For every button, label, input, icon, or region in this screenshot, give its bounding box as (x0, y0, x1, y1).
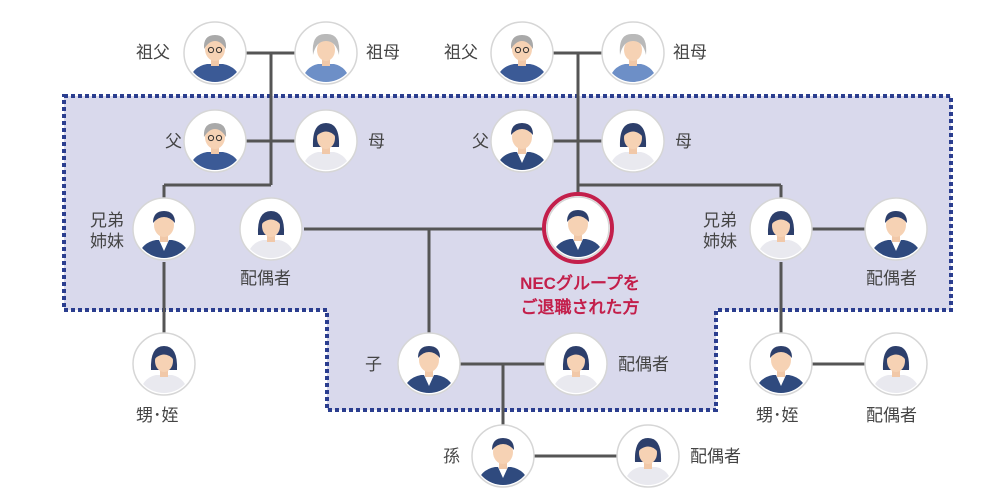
grandmother-left-icon (295, 22, 357, 84)
sibling-right-icon (750, 198, 812, 260)
sibling-left-icon (133, 198, 195, 260)
spouse-center-icon (240, 198, 302, 260)
grandchild-spouse-icon (617, 425, 679, 487)
label-child: 子 (365, 355, 382, 374)
label-nephew-left: 甥･姪 (136, 406, 179, 425)
label-sibling-left: 兄弟姉妹 (90, 211, 124, 251)
grandfather-left-icon (184, 22, 246, 84)
relatives-region (62, 94, 953, 412)
nephew-right-icon (750, 333, 812, 395)
label-child-spouse: 配偶者 (618, 355, 669, 374)
label-grandfather-right: 祖父 (444, 43, 478, 62)
label-grandmother-left: 祖母 (366, 43, 400, 62)
label-father-left: 父 (165, 132, 182, 151)
grandmother-right-icon (602, 22, 664, 84)
label-nephew-right: 甥･姪 (756, 406, 799, 425)
label-grandchild-spouse: 配偶者 (690, 447, 741, 466)
child-icon (398, 333, 460, 395)
mother-left-icon (295, 110, 357, 172)
retiree-focus-icon (542, 192, 614, 264)
label-grandchild: 孫 (443, 447, 460, 466)
label-mother-right: 母 (675, 132, 692, 151)
label-father-right: 父 (472, 132, 489, 151)
label-grandmother-right: 祖母 (673, 43, 707, 62)
label-grandfather-left: 祖父 (136, 43, 170, 62)
father-left-icon (184, 110, 246, 172)
label-retiree-line1: NECグループを (520, 274, 640, 293)
sibling-spouse-right-icon (865, 198, 927, 260)
label-sibling-right: 兄弟姉妹 (703, 211, 737, 251)
nephew-spouse-right-icon (865, 333, 927, 395)
child-spouse-icon (545, 333, 607, 395)
label-retiree-line2: ご退職された方 (520, 298, 640, 317)
label-spouse-center: 配偶者 (240, 269, 291, 288)
mother-right-icon (602, 110, 664, 172)
nephew-left-icon (133, 333, 195, 395)
grandchild-icon (472, 425, 534, 487)
label-mother-left: 母 (368, 132, 385, 151)
father-right-icon (491, 110, 553, 172)
label-sibling-spouse-right: 配偶者 (866, 269, 917, 288)
grandfather-right-icon (491, 22, 553, 84)
label-retiree: NECグループを ご退職された方 (490, 272, 670, 320)
label-nephew-spouse-right: 配偶者 (866, 406, 917, 425)
